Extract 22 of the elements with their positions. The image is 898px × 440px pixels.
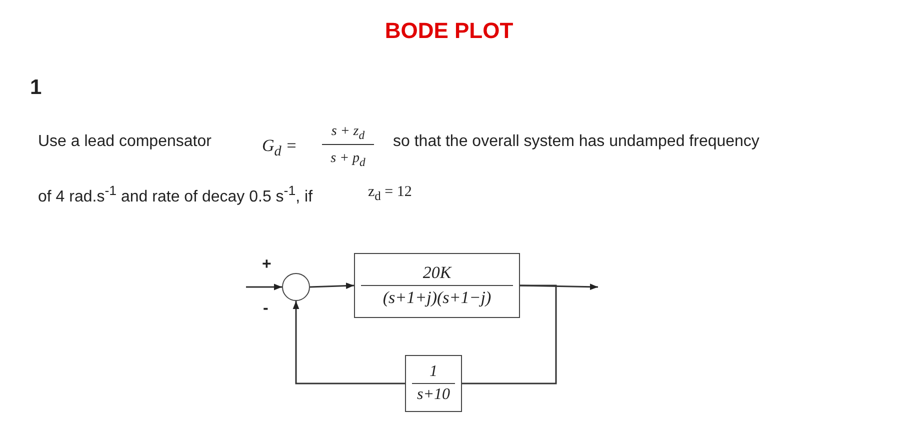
- problem-text: Use a lead compensator: [38, 133, 212, 151]
- arrow: [310, 282, 354, 289]
- summing-junction: [282, 273, 310, 301]
- question-number: 1: [30, 76, 42, 100]
- connector-line: [462, 284, 557, 384]
- arrow: [246, 284, 282, 290]
- arrow: [292, 301, 405, 384]
- formula-text: z$_{d}$ = 12: [368, 184, 412, 204]
- problem-text: so that the overall system has undamped frequency: [393, 133, 760, 151]
- numerator-text: 1: [430, 363, 438, 381]
- denominator-text: (s+1+j)(s+1−j): [382, 288, 492, 308]
- formula-text: G$_{d}$ =: [262, 136, 298, 160]
- numerator-text: s + z$_{d}$: [322, 124, 374, 145]
- transfer-function-block: [405, 355, 462, 412]
- title: BODE PLOT: [384, 18, 514, 44]
- plus-sign: +: [262, 256, 272, 274]
- numerator-text: 20K: [422, 263, 452, 283]
- problem-text: of 4 rad.s$^{-1}$ and rate of decay 0.5 s$^{-1}$, if: [38, 183, 313, 206]
- denominator-text: s+10: [416, 386, 450, 404]
- denominator-text: s + p$_{d}$: [330, 151, 366, 169]
- transfer-function-block: [354, 253, 520, 318]
- minus-sign: -: [263, 300, 268, 318]
